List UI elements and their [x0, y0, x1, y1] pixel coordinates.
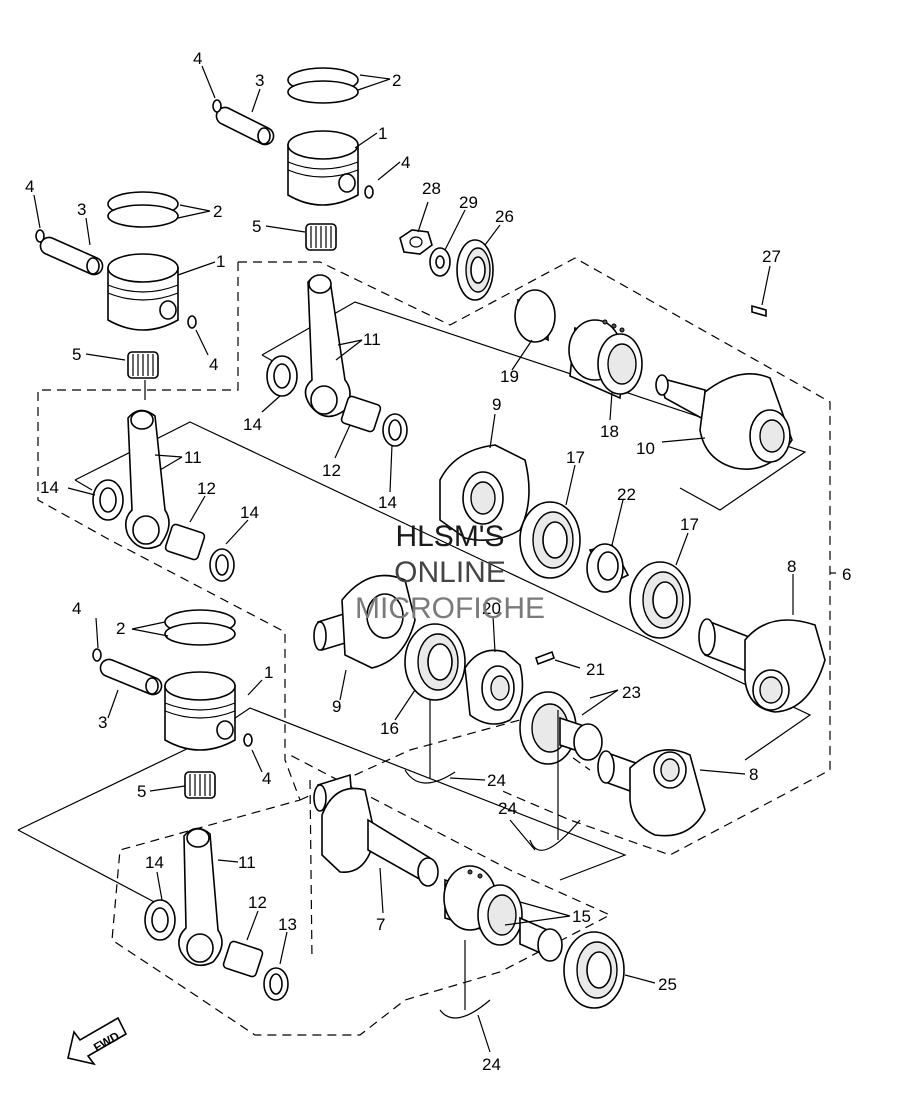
connecting-rods	[92, 274, 408, 1001]
callout-14: 14	[40, 478, 59, 497]
oil-seal-16	[404, 623, 466, 701]
nut-washer-seal	[399, 229, 494, 301]
callout-2: 2	[213, 202, 222, 221]
callout-28: 28	[422, 179, 441, 198]
callout-1: 1	[264, 663, 273, 682]
callout-3: 3	[98, 713, 107, 732]
callout-25: 25	[658, 975, 677, 994]
fwd-arrow-icon: FWD	[67, 1016, 128, 1066]
callout-4: 4	[25, 177, 34, 196]
crank-end-10	[655, 304, 793, 470]
crank-web-9-lower	[313, 574, 416, 669]
callout-27: 27	[762, 247, 781, 266]
callout-14: 14	[240, 503, 259, 522]
callout-11: 11	[184, 448, 202, 467]
callout-16: 16	[380, 719, 399, 738]
callout-26: 26	[495, 207, 514, 226]
piston-upper	[212, 67, 374, 251]
callout-24: 24	[498, 799, 517, 818]
bearings-19-18	[514, 289, 643, 400]
watermark-line-2: ONLINE	[394, 556, 506, 589]
callout-2: 2	[392, 71, 401, 90]
callout-17: 17	[680, 515, 699, 534]
callout-8: 8	[749, 765, 758, 784]
crank-half-7	[313, 773, 439, 887]
leader-lines	[33, 65, 836, 1053]
callout-1: 1	[216, 252, 225, 271]
oil-seal-25	[563, 931, 625, 1009]
callout-numbers: 4 3 2 1 4 5 4 3 2 1 5 4 28 29 26 27 11 1…	[25, 49, 851, 1074]
callout-8: 8	[787, 557, 796, 576]
callout-24: 24	[482, 1055, 501, 1074]
piston-left	[35, 191, 197, 400]
callout-18: 18	[600, 422, 619, 441]
callout-5: 5	[252, 217, 261, 236]
crank-half-8-upper	[698, 618, 826, 713]
callout-20: 20	[482, 599, 501, 618]
bearing-17-lower	[629, 561, 691, 639]
piston-lower	[92, 609, 253, 799]
callout-5: 5	[72, 345, 81, 364]
labyrinth-ring-20	[464, 649, 524, 725]
bearing-15	[443, 865, 563, 962]
callout-4: 4	[72, 599, 81, 618]
circlips-24	[404, 769, 581, 1019]
callout-11: 11	[238, 853, 256, 872]
callout-3: 3	[255, 71, 264, 90]
callout-15: 15	[572, 907, 591, 926]
callout-12: 12	[248, 893, 267, 912]
crank-half-8-lower	[597, 748, 706, 837]
callout-1: 1	[378, 124, 387, 143]
watermark-line-3: MICROFICHE	[355, 592, 545, 625]
callout-23: 23	[622, 683, 641, 702]
callout-13: 13	[278, 915, 297, 934]
callout-4: 4	[193, 49, 202, 68]
callout-4: 4	[209, 355, 218, 374]
callout-22: 22	[617, 485, 636, 504]
callout-11: 11	[363, 330, 381, 349]
gear-22	[586, 543, 630, 593]
callout-3: 3	[77, 200, 86, 219]
callout-10: 10	[636, 439, 655, 458]
crank-web-9-upper	[439, 444, 530, 541]
callout-14: 14	[243, 415, 262, 434]
callout-29: 29	[459, 193, 478, 212]
callout-14: 14	[145, 853, 164, 872]
callout-9: 9	[332, 697, 341, 716]
watermark-line-1: HLSM'S	[395, 520, 505, 553]
callout-9: 9	[492, 395, 501, 414]
callout-4: 4	[262, 769, 271, 788]
callout-12: 12	[322, 461, 341, 480]
callout-5: 5	[137, 782, 146, 801]
callout-7: 7	[376, 915, 385, 934]
pin-21	[534, 650, 556, 666]
callout-21: 21	[586, 660, 605, 679]
bearing-17-upper	[519, 501, 581, 579]
callout-17: 17	[566, 448, 585, 467]
bearing-23	[519, 691, 603, 765]
callout-24: 24	[487, 771, 506, 790]
callout-14: 14	[378, 493, 397, 512]
callout-2: 2	[116, 619, 125, 638]
callout-12: 12	[197, 479, 216, 498]
callout-6: 6	[842, 565, 851, 584]
callout-19: 19	[500, 367, 519, 386]
callout-4: 4	[401, 153, 410, 172]
